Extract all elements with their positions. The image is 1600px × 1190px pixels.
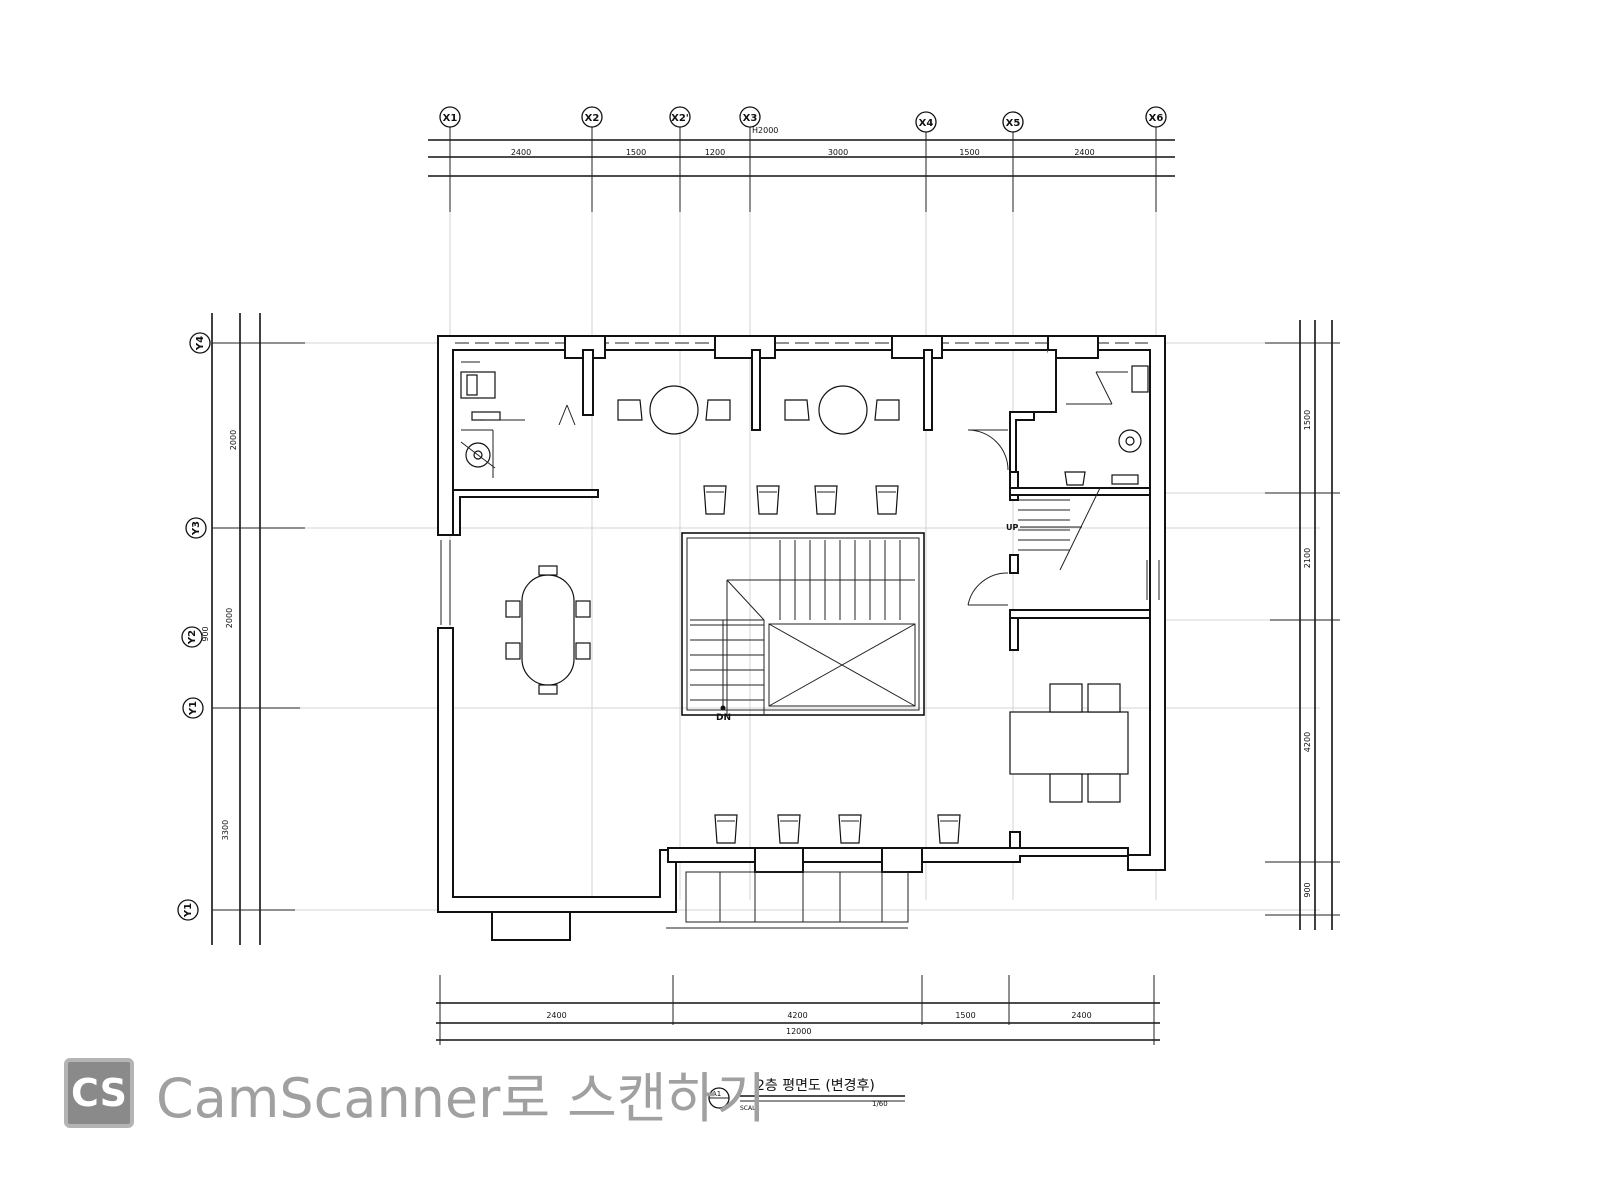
left-dimension-value: 3300 bbox=[221, 820, 230, 840]
left-dimension-values: 2000 2000 900 3300 bbox=[201, 430, 238, 840]
left-dimension-value: 900 bbox=[201, 626, 210, 641]
grid-bubble-y bbox=[181, 626, 203, 648]
right-dimension-values: 1500 2100 4200 900 bbox=[1303, 410, 1312, 898]
right-dimension-value: 2100 bbox=[1303, 548, 1312, 568]
right-core bbox=[967, 349, 1151, 651]
grid-label-x: X3 bbox=[743, 113, 758, 124]
top-round-tables bbox=[617, 385, 900, 435]
chair bbox=[937, 814, 961, 844]
grid-label-y: Y3 bbox=[191, 521, 202, 536]
left-dimension-lines bbox=[211, 313, 305, 945]
grid-bubble-x bbox=[739, 106, 761, 128]
top-grid-bubbles: X1 X2 X2' X3 X4 X5 X6 bbox=[439, 106, 1167, 133]
camscanner-watermark: CS CamScanner로 스캔하기 bbox=[64, 1058, 766, 1130]
grid-bubble-y bbox=[185, 517, 207, 539]
chair bbox=[814, 485, 838, 515]
top-wall-piers bbox=[564, 335, 1099, 431]
top-dimension-value: 3000 bbox=[828, 148, 848, 157]
bottom-dimension-values: 2400 4200 1500 2400 bbox=[546, 1011, 1091, 1020]
grid-bubble-x bbox=[1145, 106, 1167, 128]
stair-treads bbox=[690, 540, 901, 701]
left-dimension-value: 2000 bbox=[225, 608, 234, 628]
grid-bubble-y bbox=[177, 899, 199, 921]
right-workroom bbox=[1009, 683, 1129, 857]
grid-label-x: X1 bbox=[443, 113, 458, 124]
central-stair bbox=[681, 532, 925, 716]
scale-value: 1/60 bbox=[872, 1100, 888, 1108]
chair bbox=[714, 814, 738, 844]
grid-label-y: Y2 bbox=[187, 630, 198, 645]
right-stair-treads bbox=[1018, 499, 1070, 551]
bottom-dimension-value: 2400 bbox=[1071, 1011, 1091, 1020]
grid-bubble-x bbox=[581, 106, 603, 128]
right-dimension-value: 1500 bbox=[1303, 410, 1312, 430]
top-dimension-value: 2400 bbox=[511, 148, 531, 157]
chairs-row-upper bbox=[703, 485, 899, 515]
bottom-dimension-lines bbox=[436, 975, 1160, 1045]
title-block: A1 2층 평면도 (변경후) SCALE 1/60 bbox=[708, 1078, 905, 1112]
grid-label-x: X5 bbox=[1006, 118, 1021, 129]
grid-bubble-y bbox=[182, 697, 204, 719]
top-dimension-value: 1500 bbox=[626, 148, 646, 157]
chair bbox=[703, 485, 727, 515]
stair-arrow-head bbox=[720, 705, 726, 711]
grid-label-x: X2 bbox=[585, 113, 600, 124]
bottom-dimension-value: 4200 bbox=[787, 1011, 807, 1020]
section-marker-label: A1 bbox=[712, 1090, 721, 1098]
top-dimension-lines bbox=[428, 139, 1175, 177]
grid-label-x: X4 bbox=[919, 118, 934, 129]
camscanner-text: CamScanner로 스캔하기 bbox=[156, 1066, 766, 1130]
stair-down-label: DN bbox=[716, 713, 731, 723]
chair bbox=[756, 485, 780, 515]
top-dimension-value: 1500 bbox=[959, 148, 979, 157]
grid-label-y: Y1 bbox=[188, 701, 199, 716]
top-dimension-value: 2400 bbox=[1074, 148, 1094, 157]
bottom-total-dimension: 12000 bbox=[786, 1027, 811, 1036]
scale-label: SCALE bbox=[740, 1105, 759, 1112]
chair bbox=[777, 814, 801, 844]
left-dimension-value: 2000 bbox=[229, 430, 238, 450]
left-toilet-room bbox=[452, 361, 599, 536]
grid-bubble-x bbox=[1002, 111, 1024, 133]
drawing-title: 2층 평면도 (변경후) bbox=[756, 1078, 875, 1094]
grid-label-x: X2' bbox=[671, 113, 689, 124]
bottom-dimension-value: 1500 bbox=[955, 1011, 975, 1020]
balcony-dividers bbox=[719, 872, 883, 922]
grid-label-y: Y1 bbox=[183, 903, 194, 918]
chair bbox=[875, 485, 899, 515]
grid-bubble-x bbox=[669, 106, 691, 128]
right-dimension-lines bbox=[1265, 320, 1340, 930]
camscanner-logo: CS bbox=[64, 1058, 134, 1128]
grid-label-y: Y4 bbox=[195, 336, 206, 351]
right-dimension-value: 900 bbox=[1303, 882, 1312, 897]
bottom-wall bbox=[666, 847, 1129, 929]
chair bbox=[838, 814, 862, 844]
grid-bubble-y bbox=[189, 332, 211, 354]
chairs-row-lower bbox=[714, 814, 961, 844]
right-dimension-value: 4200 bbox=[1303, 732, 1312, 752]
top-dimension-value: 1200 bbox=[705, 148, 725, 157]
top-dimension-values: 2400 1500 1200 3000 1500 2400 bbox=[511, 148, 1095, 157]
grid-bubble-x bbox=[439, 106, 461, 128]
exterior-walls bbox=[437, 335, 1166, 941]
grid-bubble-x bbox=[915, 111, 937, 133]
oval-meeting-table bbox=[505, 565, 591, 695]
top-grid-ticks bbox=[449, 127, 1157, 212]
top-height-note: H2000 bbox=[752, 126, 778, 135]
grid-label-x: X6 bbox=[1149, 113, 1164, 124]
bottom-dimension-value: 2400 bbox=[546, 1011, 566, 1020]
stair-up-label: UP bbox=[1006, 523, 1018, 532]
